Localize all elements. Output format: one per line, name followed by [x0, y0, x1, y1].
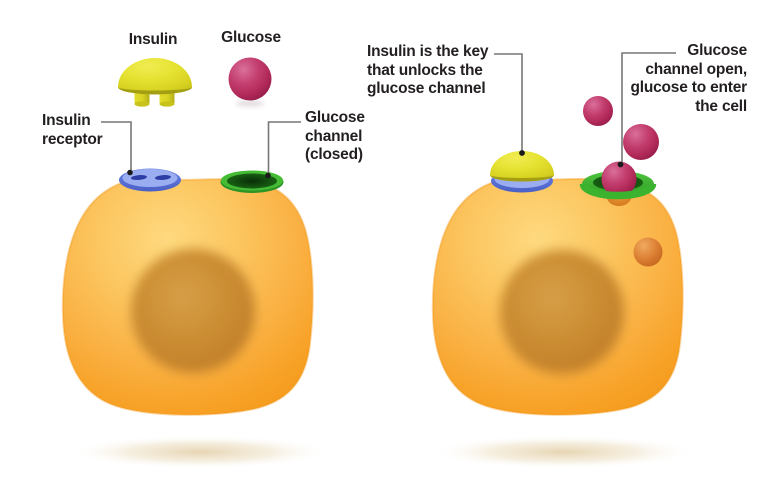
glucose-channel-open-icon	[579, 161, 657, 206]
leader-glucose-channel-open	[621, 52, 676, 162]
label-line: Insulin is the key	[367, 43, 489, 60]
leader-dot	[617, 161, 624, 168]
glucose-channel-closed-icon	[220, 170, 284, 193]
receptor-top	[122, 169, 178, 187]
insulin-receptor-label: Insulin receptor	[42, 112, 103, 149]
leader-dot	[265, 172, 271, 179]
glucose-sphere-in-channel	[601, 161, 637, 197]
insulin-label: Insulin	[128, 31, 178, 48]
legend-molecules	[118, 57, 272, 107]
label-line: receptor	[42, 130, 103, 148]
fat-cell-closed	[61, 168, 314, 416]
insulin-leg-base	[159, 101, 175, 107]
label-line: glucose to enter	[630, 79, 747, 96]
leader-dot	[519, 150, 525, 156]
glucose-inside-cell-icon	[633, 237, 663, 267]
cell-shadow-right	[429, 435, 697, 469]
insulin-dome-underside	[118, 87, 192, 95]
insulin-key-label: Insulin is the key that unlocks the gluc…	[367, 43, 489, 99]
label-line: Glucose	[687, 42, 747, 59]
label-line: (closed)	[305, 146, 363, 163]
glucose-label: Glucose	[221, 29, 281, 46]
label-line: channel	[305, 127, 363, 145]
label-line: Insulin	[42, 112, 91, 129]
insulin-dome-icon	[490, 151, 554, 182]
insulin-dome-underside	[490, 175, 554, 182]
receptor-slot	[155, 175, 171, 180]
leader-glucose-channel-closed	[267, 121, 301, 173]
insulin-receptor-icon	[119, 168, 181, 192]
insulin-dome-icon	[118, 58, 192, 107]
cell-shadows	[68, 435, 697, 469]
leader-dot	[127, 169, 133, 176]
cell-nucleus	[131, 249, 255, 373]
insulin-leg-base	[134, 101, 150, 107]
fat-cell-open	[431, 96, 684, 416]
glucose-sphere-icon	[228, 57, 272, 101]
channel-front-rim	[579, 183, 657, 200]
glucose-channel-closed-label: Glucose channel (closed)	[305, 109, 365, 165]
cell-nucleus	[500, 250, 624, 374]
leader-insulin-key	[494, 53, 523, 151]
leader-insulin-receptor	[101, 121, 132, 170]
leader-dots	[127, 150, 624, 179]
label-line: Glucose	[305, 109, 365, 126]
glucose-channel-open-label: Glucose channel open, glucose to enter t…	[630, 42, 747, 116]
glucose-sphere-icon	[623, 124, 659, 160]
free-glucose-spheres	[583, 96, 659, 160]
label-line: channel open,	[645, 60, 747, 78]
label-line: the cell	[695, 97, 747, 115]
insulin-bound-receptor	[490, 151, 554, 193]
channel-hole-closed	[227, 173, 277, 189]
label-line: that unlocks the	[367, 61, 483, 79]
glucose-sphere-shadow	[236, 100, 264, 107]
glucose-sphere-icon	[583, 96, 613, 126]
receptor-slot	[131, 175, 147, 180]
label-line: glucose channel	[367, 80, 486, 97]
insulin-dome	[118, 58, 192, 95]
cell-shadow-left	[68, 435, 332, 469]
leader-lines	[101, 52, 676, 173]
